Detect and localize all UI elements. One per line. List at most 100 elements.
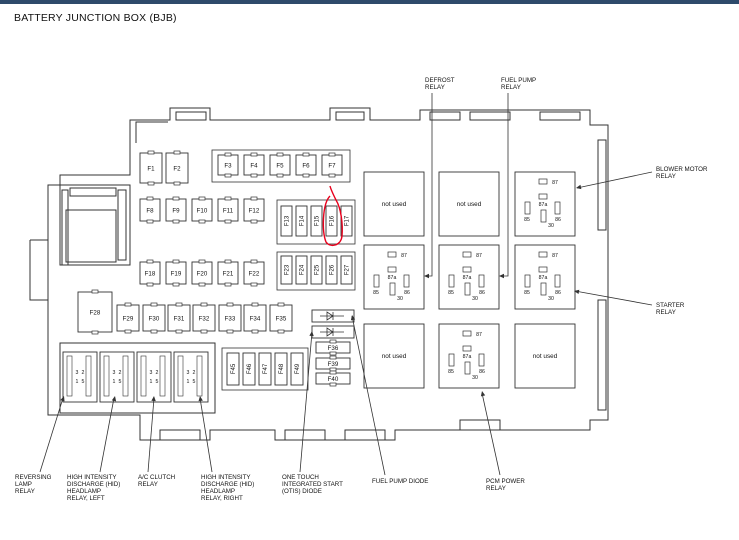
fuse-label: F13: [285, 215, 291, 226]
fuse-label: F29: [123, 315, 134, 322]
leader-fuel-pump-diode: [351, 315, 386, 476]
fuse-label: F25: [315, 264, 321, 275]
fuse-label: F6: [302, 162, 310, 169]
arrow-icon: [111, 396, 117, 402]
fuse-f17: F17: [340, 205, 353, 237]
fuse-label: F49: [295, 363, 301, 374]
fuse-label: F30: [149, 315, 160, 322]
fuse-label: F17: [345, 215, 351, 226]
fuse-label: F4: [250, 162, 258, 169]
callout-hid-relay-right: HIGH INTENSITY DISCHARGE (HID) HEADLAMP …: [201, 474, 255, 503]
fuse-f22: F22: [243, 259, 265, 287]
relay-pin-label: 3: [187, 370, 190, 376]
relay-pin-label: 3: [150, 370, 153, 376]
relay-pin-label: 2: [82, 370, 85, 376]
fuse-label: F23: [285, 264, 291, 275]
callout-leaders: [39, 93, 653, 476]
relay-pin-label: 2: [193, 370, 196, 376]
fuse-f33: F33: [218, 302, 242, 334]
arrow-icon: [499, 273, 504, 279]
relay-pin-label: 30: [397, 296, 403, 302]
fuse-f1: F1: [139, 150, 163, 186]
relay-pin-label: 30: [472, 375, 478, 381]
fuse-f3: F3: [217, 152, 239, 178]
arrow-icon: [309, 331, 314, 337]
fuse-f31: F31: [167, 302, 191, 334]
highlight-circle: [322, 185, 343, 247]
diode-symbol-icon: [320, 311, 344, 321]
relay-pin-label: 3: [76, 370, 79, 376]
relay-pin-label: 5: [82, 379, 85, 385]
fuse-f6: F6: [295, 152, 317, 178]
fuse-f28: F28: [77, 289, 113, 335]
relay-pin-label: 87: [552, 253, 558, 259]
fuse-f14: F14: [295, 205, 308, 237]
fuse-f36: F36: [315, 339, 351, 356]
arrow-icon: [480, 391, 486, 397]
fuse-label: F35: [276, 315, 287, 322]
fuse-panel-vertical-upper: [276, 199, 356, 245]
callout-fuel-pump-diode: FUEL PUMP DIODE: [372, 478, 429, 485]
relay-pin-label: 87: [401, 253, 407, 259]
relay-pin-label: 87: [476, 253, 482, 259]
relay-pin-label: 3: [113, 370, 116, 376]
fuse-f48: F48: [274, 352, 288, 386]
fuse-f34: F34: [243, 302, 267, 334]
fuse-label: F10: [197, 207, 208, 214]
arrow-icon: [424, 273, 429, 279]
relay-slot-not-used: not used: [438, 171, 500, 237]
fuse-label: F46: [247, 363, 253, 374]
fuse-f45: F45: [226, 352, 240, 386]
relay-pin-label: 86: [479, 290, 485, 296]
fuse-f40: F40: [315, 370, 351, 387]
fuse-f7: F7: [321, 152, 343, 178]
leader-blower-motor-relay: [576, 171, 653, 189]
relay-pin-label: 1: [76, 379, 79, 385]
mini-relay-reversing-lamp: 3 12 5: [62, 351, 98, 403]
not-used-label: not used: [457, 201, 482, 208]
leader-reversing-lamp-relay: [39, 397, 64, 473]
fuse-panel-top: [211, 149, 351, 183]
relay-pin-label: 2: [119, 370, 122, 376]
fuse-f8: F8: [139, 196, 161, 224]
fuse-label: F40: [328, 376, 339, 383]
fuse-label: F1: [147, 165, 155, 172]
diode-symbol-icon: [320, 327, 344, 337]
arrow-icon: [576, 184, 582, 190]
fuse-label: F9: [172, 207, 180, 214]
fuse-label: F16: [330, 215, 336, 226]
fuse-panel-vertical-lower: [276, 251, 356, 291]
fuse-label: F22: [249, 270, 260, 277]
fuse-f27: F27: [340, 255, 353, 285]
arrow-icon: [574, 289, 580, 295]
fuse-label: F2: [173, 165, 181, 172]
relay-pin-label: 86: [404, 290, 410, 296]
fuse-f4: F4: [243, 152, 265, 178]
leader-pcm-power-relay: [481, 392, 501, 476]
relay-pin-label: 87: [552, 180, 558, 186]
relay-pin-label: 5: [119, 379, 122, 385]
callout-pcm-power-relay: PCM POWER RELAY: [486, 478, 525, 493]
arrow-icon: [60, 396, 65, 402]
relay-pin-label: 30: [472, 296, 478, 302]
fuse-label: F45: [231, 363, 237, 374]
fuse-f23: F23: [280, 255, 293, 285]
fuse-f29: F29: [116, 302, 140, 334]
callout-otis-diode: ONE TOUCH INTEGRATED START (OTIS) DIODE: [282, 474, 343, 496]
fuse-label: F5: [276, 162, 284, 169]
fuse-label: F18: [145, 270, 156, 277]
fuse-f35: F35: [269, 302, 293, 334]
relay-pin-label: 86: [479, 369, 485, 375]
page-title: BATTERY JUNCTION BOX (BJB): [14, 12, 177, 24]
leader-otis-diode: [299, 331, 313, 473]
fuse-f5: F5: [269, 152, 291, 178]
leader-hid-relay-right: [199, 397, 213, 473]
fuse-label: F33: [225, 315, 236, 322]
relay-pin-label: 87a: [463, 354, 472, 360]
relay-pin-label: 85: [524, 290, 530, 296]
fuse-f9: F9: [165, 196, 187, 224]
relay-pin-label: 87a: [539, 202, 548, 208]
